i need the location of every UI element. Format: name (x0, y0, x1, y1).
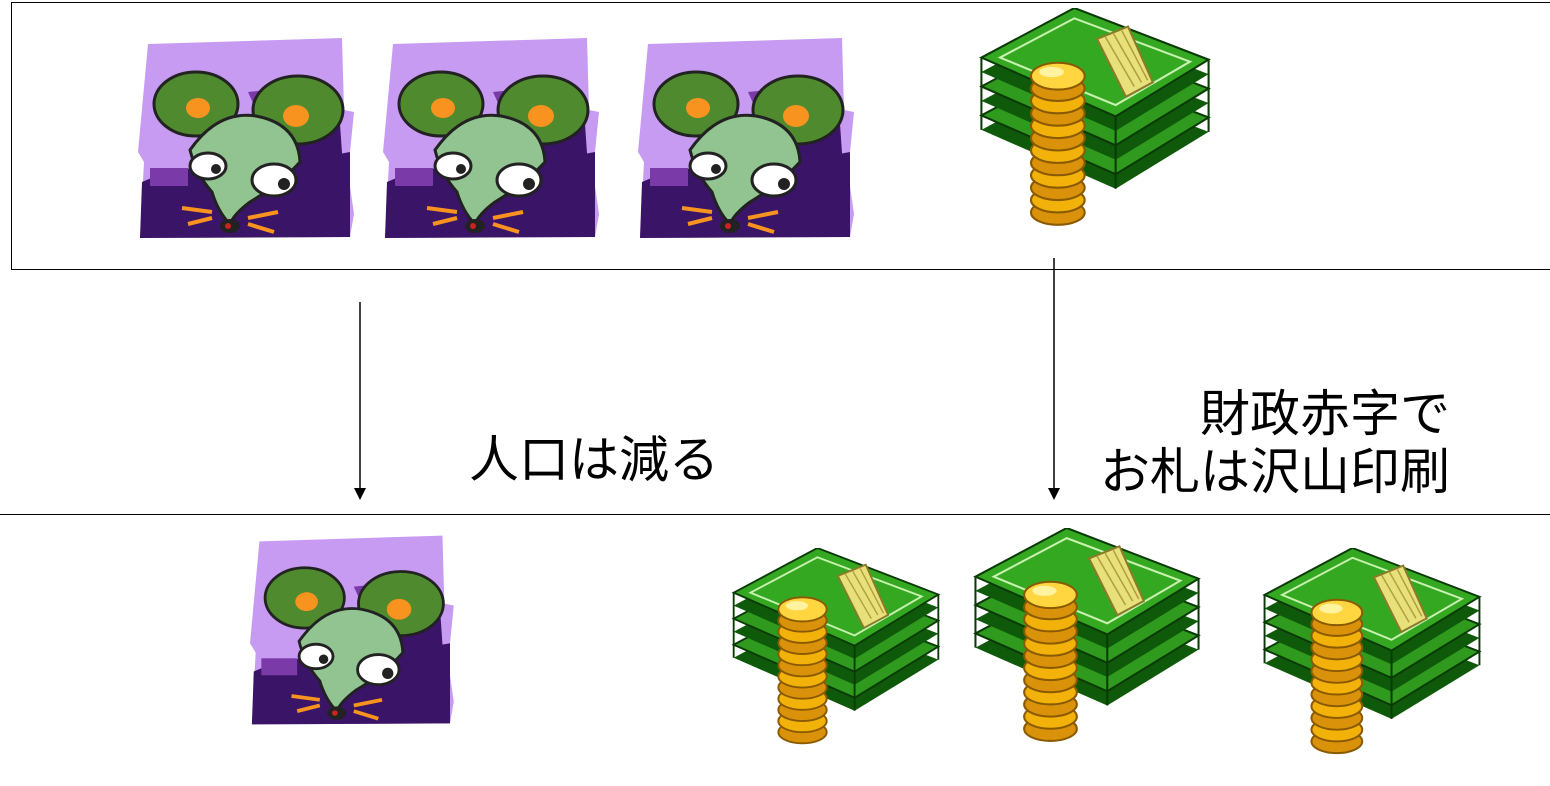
population-decrease-label: 人口は減る (469, 431, 719, 489)
mouse-icon (381, 36, 601, 240)
arrow-down-icon (1048, 258, 1060, 500)
mouse-icon (636, 36, 856, 240)
mouse-icon (248, 533, 456, 727)
money-printing-label: 財政赤字で お札は沢山印刷 (1100, 385, 1450, 501)
money-stack-icon (1263, 548, 1481, 755)
money-stack-icon (732, 548, 940, 745)
divider-line (0, 514, 1550, 515)
arrow-down-icon (354, 302, 366, 500)
mouse-icon (136, 36, 356, 240)
top-frame (11, 2, 1550, 270)
money-stack-icon (974, 528, 1200, 742)
money-label-line1: 財政赤字で (1200, 385, 1450, 443)
money-label-line2: お札は沢山印刷 (1100, 443, 1450, 501)
money-stack-icon (980, 8, 1210, 226)
